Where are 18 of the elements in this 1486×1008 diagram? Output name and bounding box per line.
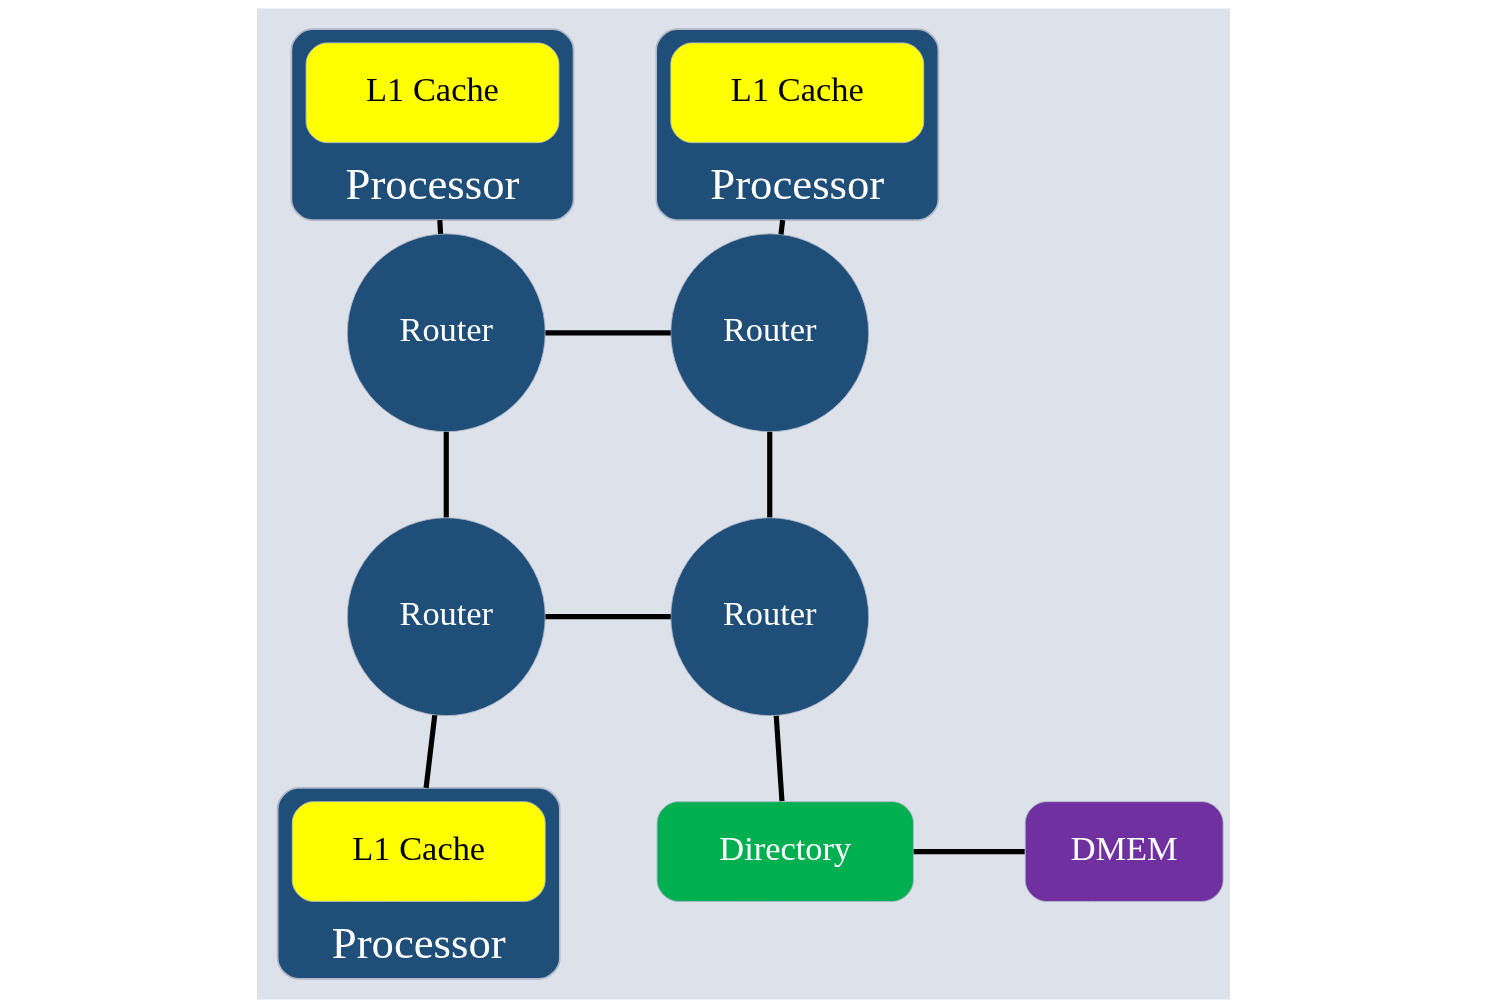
connector [766,431,772,518]
connector [423,714,437,789]
node-circle: Router [669,517,869,717]
connector [773,715,785,802]
node-box: L1 Cache [669,42,924,144]
connector [443,431,449,518]
node-box: Directory [656,801,914,902]
node-circle: Router [346,517,546,717]
connector [544,330,671,336]
node-box: DMEM [1024,801,1224,902]
connector [436,219,443,234]
connector [544,614,671,620]
node-circle: Router [346,233,546,433]
node-box: L1 Cache [305,42,559,144]
node-circle: Router [669,233,869,433]
connector [913,848,1025,855]
node-box: L1 Cache [291,801,546,902]
connector [777,219,785,235]
